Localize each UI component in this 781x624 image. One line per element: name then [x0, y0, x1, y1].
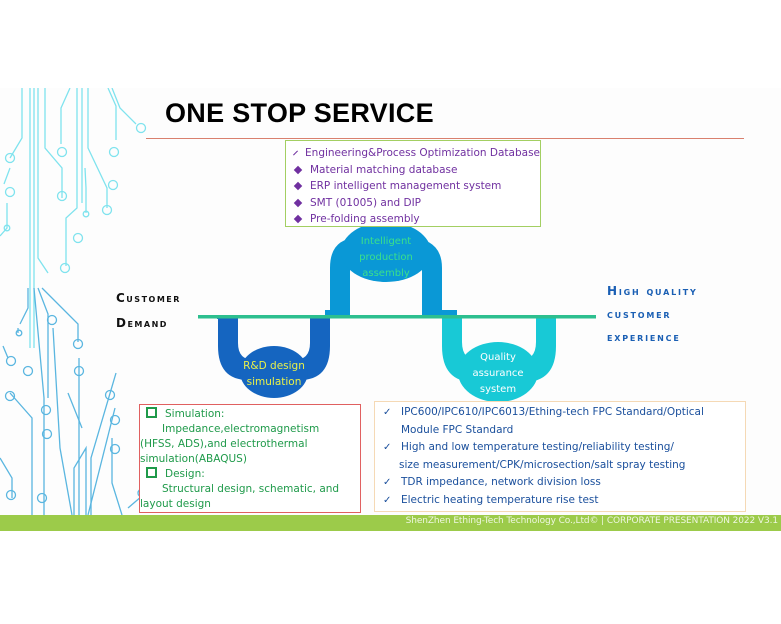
circuit-pads-upper: [3, 122, 147, 274]
circuit-traces-upper: [0, 88, 137, 348]
quality-item: ✓TDR impedance, network division loss: [383, 474, 745, 492]
quality-node-label: Quality assurance system: [472, 352, 524, 395]
production-connector-right: [437, 310, 457, 318]
circuit-decoration: [0, 88, 147, 528]
simulation-text: Impedance,electromagnetism: [162, 423, 320, 435]
quality-details-box: ✓IPC600/IPC610/IPC6013/Ething-tech FPC S…: [374, 401, 746, 512]
design-heading: Design:: [146, 467, 360, 482]
circuit-traces-lower: [0, 287, 143, 528]
production-connector-left: [325, 310, 345, 318]
customer-demand-label-line1: Customer: [116, 291, 181, 305]
check-icon: ✓: [383, 494, 392, 506]
check-icon: ✓: [383, 442, 392, 453]
feature-item: Material matching database: [292, 162, 540, 179]
simulation-text: simulation(ABAQUS): [140, 453, 247, 465]
production-features-box: Engineering&Process Optimization Databas…: [285, 140, 541, 227]
feature-item: SMT (01005) and DIP: [292, 195, 540, 212]
footer-text: ShenZhen Ething-Tech Technology Co.,Ltd©…: [405, 516, 778, 526]
rd-node: [240, 346, 308, 398]
demand-baseline: [198, 315, 596, 319]
quality-item-continuation: size measurement/CPK/microsection/salt s…: [399, 458, 686, 471]
rd-node-label: R&D design simulation: [243, 360, 305, 388]
process-flow-diagram: [198, 222, 596, 402]
feature-item: ERP intelligent management system: [292, 178, 540, 195]
check-icon: ✓: [383, 407, 392, 418]
diamond-bullet-icon: [293, 215, 303, 224]
diamond-bullet-icon: [293, 182, 303, 191]
square-bullet-icon: [146, 407, 157, 418]
quality-item: ✓High and low temperature testing/reliab…: [383, 439, 745, 457]
experience-label-line1: High quality: [607, 284, 698, 298]
feature-item: Pre-folding assembly: [292, 211, 540, 228]
customer-demand-label-line2: Demand: [116, 316, 168, 330]
design-text: Structural design, schematic, and: [162, 483, 340, 495]
design-text: layout design: [140, 498, 211, 510]
quality-item: ✓IPC600/IPC610/IPC6013/Ething-tech FPC S…: [383, 404, 745, 422]
production-node-label: Intelligent production assembly: [359, 236, 413, 279]
page-title: ONE STOP SERVICE: [165, 98, 434, 128]
check-icon: ✓: [383, 477, 392, 488]
circuit-pads-lower: [4, 314, 147, 504]
quality-item: ✓Electric heating temperature rise test: [383, 492, 745, 510]
experience-label-line2: customer: [607, 307, 672, 321]
slide: ONE STOP SERVICE Engineering&Process Opt…: [0, 88, 781, 531]
simulation-text: (HFSS, ADS),and electrothermal: [140, 438, 308, 450]
square-bullet-icon: [146, 467, 157, 478]
title-divider: [146, 138, 744, 139]
diamond-bullet-icon: [293, 165, 303, 174]
rd-details-box: Simulation: Impedance,electromagnetism (…: [139, 404, 361, 513]
diamond-bullet-icon: [293, 198, 303, 207]
quality-item-continuation: Module FPC Standard: [401, 423, 514, 436]
quality-node: [458, 342, 538, 402]
feature-item: Engineering&Process Optimization Databas…: [292, 145, 540, 162]
footer-bar: ShenZhen Ething-Tech Technology Co.,Ltd©…: [0, 515, 781, 531]
simulation-heading: Simulation:: [146, 407, 360, 422]
production-node: [341, 222, 431, 282]
experience-label-line3: experience: [607, 330, 681, 344]
diamond-bullet-icon: [293, 150, 299, 156]
